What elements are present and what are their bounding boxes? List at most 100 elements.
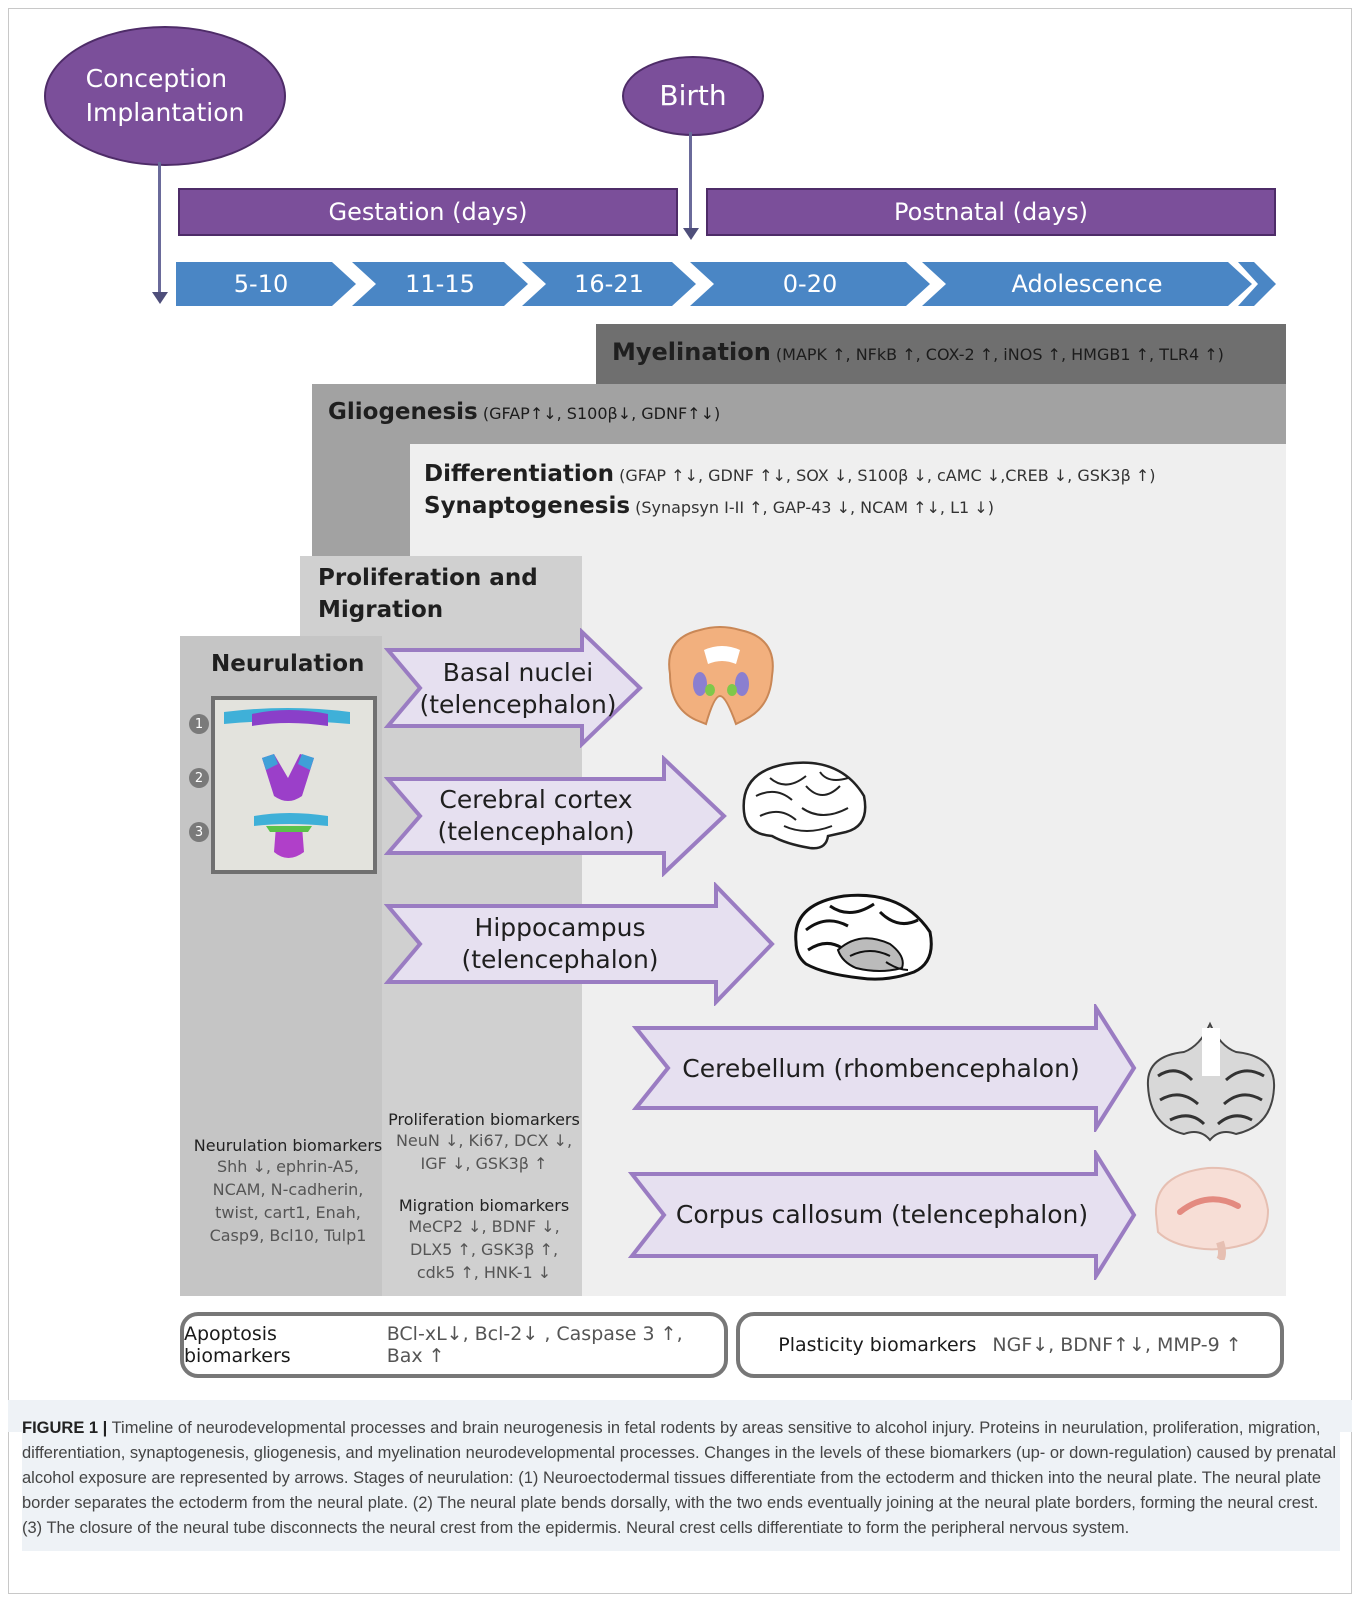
- migration-biomarker-line: DLX5 ↑, GSK3β ↑,: [409, 1240, 559, 1259]
- region-label-cerebral-cortex: Cerebral cortex (telencephalon): [420, 784, 652, 848]
- hippocampus-line1: Hippocampus: [474, 913, 646, 942]
- myelination-title: Myelination: [612, 338, 771, 366]
- proliferation-biomarkers-title: Proliferation biomarkers: [388, 1110, 580, 1129]
- step-number-1: 1: [194, 716, 204, 732]
- proliferation-title-line1: Proliferation and: [318, 565, 538, 591]
- neurulation-heading: Neurulation: [211, 651, 365, 677]
- stage-label-2: 11-15: [405, 270, 475, 298]
- birth-line: [689, 132, 692, 230]
- gliogenesis-column: [312, 444, 410, 556]
- myelination-markers: (MAPK ↑, NFkB ↑, COX-2 ↑, iNOS ↑, HMGB1 …: [775, 345, 1224, 364]
- stage-label-1: 5-10: [233, 270, 289, 298]
- postnatal-bar: Postnatal (days): [706, 188, 1276, 236]
- stage-chevron-2: 11-15: [352, 262, 528, 306]
- neurulation-step-marker-3: 3: [189, 822, 209, 842]
- gestation-label: Gestation (days): [328, 198, 528, 226]
- region-label-cerebellum: Cerebellum (rhombencephalon): [682, 1054, 1080, 1083]
- cerebellum-image: [1146, 1021, 1276, 1142]
- proliferation-heading: Proliferation and Migration: [318, 562, 538, 626]
- hippocampus-line2: (telencephalon): [461, 945, 659, 974]
- chevron-shape: [922, 262, 1252, 306]
- figure-frame: [8, 8, 1352, 1594]
- stage-label-3: 16-21: [574, 270, 644, 298]
- neurulation-biomarkers: Neurulation biomarkers Shh ↓, ephrin-A5,…: [186, 1136, 390, 1247]
- chevron-end-arrow: [1238, 262, 1278, 310]
- region-label-basal-nuclei: Basal nuclei (telencephalon): [410, 657, 626, 721]
- birth-oval: Birth: [622, 56, 764, 136]
- implantation-label: Implantation: [85, 98, 245, 127]
- plasticity-biomarkers-box: Plasticity biomarkers NGF↓, BDNF↑↓, MMP-…: [736, 1312, 1284, 1378]
- stage-chevron-1: 5-10: [176, 262, 356, 306]
- figure-caption: FIGURE 1 | Timeline of neurodevelopmenta…: [22, 1412, 1340, 1551]
- differentiation-title: Differentiation: [424, 461, 614, 487]
- myelination-heading: Myelination (MAPK ↑, NFkB ↑, COX-2 ↑, iN…: [612, 338, 1224, 366]
- region-arrow-corpus-callosum: [628, 1150, 1137, 1280]
- neurulation-biomarker-line: NCAM, N-cadherin,: [212, 1180, 364, 1199]
- basal-nuclei-line2: (telencephalon): [419, 690, 617, 719]
- proliferation-biomarker-line: NeuN ↓, Ki67, DCX ↓,: [395, 1131, 573, 1150]
- stage-chevron-5: Adolescence: [922, 262, 1252, 306]
- migration-biomarkers: Migration biomarkers MeCP2 ↓, BDNF ↓, DL…: [386, 1196, 582, 1284]
- chevron-shape: [352, 262, 528, 306]
- neurulation-biomarker-line: Shh ↓, ephrin-A5,: [216, 1157, 360, 1176]
- cerebral-cortex-line1: Cerebral cortex: [439, 785, 633, 814]
- basal-nuclei-line1: Basal nuclei: [442, 658, 594, 687]
- differentiation-markers: (GFAP ↑↓, GDNF ↑↓, SOX ↓, S100β ↓, cAMC …: [619, 466, 1156, 485]
- neurulation-step-marker-2: 2: [189, 768, 209, 788]
- stage-chevron-3: 16-21: [522, 262, 696, 306]
- neurulation-biomarkers-title: Neurulation biomarkers: [193, 1136, 383, 1155]
- hippocampus-image: [794, 893, 933, 981]
- neural-plate-illustration: [224, 708, 350, 858]
- stage-chevron-4: 0-20: [690, 262, 930, 306]
- proliferation-biomarker-line: IGF ↓, GSK3β ↑: [420, 1154, 548, 1173]
- gestation-bar: Gestation (days): [178, 188, 678, 236]
- migration-biomarker-line: MeCP2 ↓, BDNF ↓,: [408, 1217, 560, 1236]
- conception-line: [158, 162, 161, 294]
- synaptogenesis-title: Synaptogenesis: [424, 493, 631, 519]
- birth-label: Birth: [659, 79, 727, 112]
- apoptosis-biomarkers-title: Apoptosis biomarkers: [184, 1323, 291, 1367]
- synaptogenesis-heading: Synaptogenesis (Synapsyn I-II ↑, GAP-43 …: [424, 493, 994, 519]
- gliogenesis-title: Gliogenesis: [328, 399, 478, 425]
- gliogenesis-heading: Gliogenesis (GFAP↑↓, S100β↓, GDNF↑↓): [328, 399, 720, 425]
- neurulation-biomarker-line: twist, cart1, Enah,: [215, 1203, 361, 1222]
- gliogenesis-markers: (GFAP↑↓, S100β↓, GDNF↑↓): [482, 404, 721, 423]
- figure-label: FIGURE 1 |: [22, 1419, 108, 1437]
- chevron-shape: [522, 262, 696, 306]
- plasticity-biomarkers-title: Plasticity biomarkers: [778, 1334, 977, 1356]
- stage-label-4: 0-20: [782, 270, 838, 298]
- cerebral-cortex-image: [742, 761, 867, 850]
- conception-arrowhead: [152, 292, 168, 304]
- region-arrow-basal-nuclei: [384, 628, 643, 748]
- postnatal-label: Postnatal (days): [894, 198, 1088, 226]
- step-number-2: 2: [194, 770, 204, 786]
- region-label-hippocampus: Hippocampus (telencephalon): [430, 912, 690, 976]
- figure-caption-text: Timeline of neurodevelopmental processes…: [22, 1419, 1337, 1537]
- step-number-3: 3: [194, 824, 204, 840]
- apoptosis-biomarkers-values: BCl-xL↓, Bcl-2↓ , Caspase 3 ↑, Bax ↑: [386, 1323, 683, 1367]
- conception-oval: Conception Implantation: [44, 26, 286, 166]
- apoptosis-biomarkers-box: Apoptosis biomarkers BCl-xL↓, Bcl-2↓ , C…: [180, 1312, 728, 1378]
- region-arrow-cerebellum: [632, 1004, 1137, 1132]
- region-arrow-cerebral-cortex: [384, 755, 727, 877]
- neurulation-step-marker-1: 1: [189, 714, 209, 734]
- differentiation-heading: Differentiation (GFAP ↑↓, GDNF ↑↓, SOX ↓…: [424, 461, 1156, 487]
- chevron-shape: [176, 262, 356, 306]
- migration-biomarker-line: cdk5 ↑, HNK-1 ↓: [416, 1263, 552, 1282]
- plasticity-biomarkers-values: NGF↓, BDNF↑↓, MMP-9 ↑: [992, 1334, 1242, 1356]
- conception-label: Conception: [85, 64, 228, 93]
- myelination-zone: [596, 324, 1286, 384]
- stage-label-5: Adolescence: [1011, 270, 1163, 298]
- proliferation-title-line2: Migration: [318, 597, 444, 623]
- gliogenesis-zone: [312, 384, 1286, 444]
- region-arrow-hippocampus: [384, 882, 775, 1006]
- chevron-shape: [690, 262, 930, 306]
- migration-biomarkers-title: Migration biomarkers: [398, 1196, 570, 1215]
- synaptogenesis-markers: (Synapsyn I-II ↑, GAP-43 ↓, NCAM ↑↓, L1 …: [635, 498, 994, 517]
- cerebral-cortex-line2: (telencephalon): [437, 817, 635, 846]
- region-label-corpus-callosum: Corpus callosum (telencephalon): [675, 1200, 1089, 1229]
- corpus-callosum-image: [1154, 1166, 1270, 1260]
- birth-arrowhead: [683, 228, 699, 240]
- proliferation-biomarkers: Proliferation biomarkers NeuN ↓, Ki67, D…: [386, 1110, 582, 1175]
- basal-nuclei-image: [668, 626, 774, 726]
